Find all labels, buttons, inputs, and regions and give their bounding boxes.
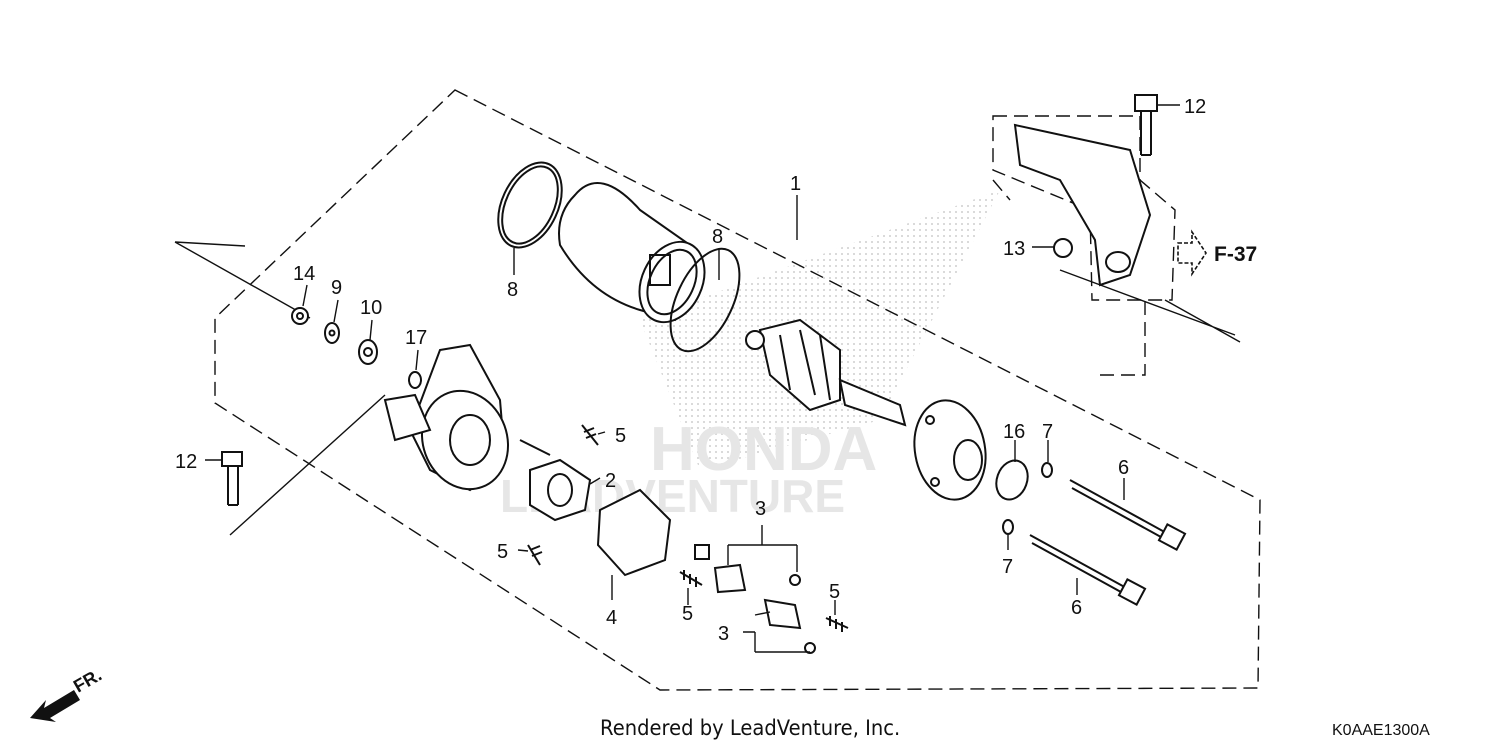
callout-5-right[interactable]: 5 bbox=[829, 581, 840, 603]
bolt-12-left bbox=[221, 451, 243, 506]
guide-lines bbox=[174, 241, 1241, 343]
callout-1[interactable]: 1 bbox=[790, 173, 801, 195]
callout-6-lower[interactable]: 6 bbox=[1071, 597, 1082, 619]
bushing-10 bbox=[358, 339, 378, 365]
washer-17 bbox=[408, 371, 422, 389]
spring-5-upper bbox=[581, 424, 599, 446]
callout-8-right[interactable]: 8 bbox=[712, 226, 723, 248]
nut-14 bbox=[291, 307, 309, 325]
front-direction-indicator: FR. bbox=[30, 665, 105, 722]
o-ring-16 bbox=[995, 459, 1029, 501]
callout-3-lower[interactable]: 3 bbox=[718, 623, 729, 645]
callout-12-left[interactable]: 12 bbox=[175, 451, 197, 473]
washer-9 bbox=[324, 322, 340, 344]
callout-8-left[interactable]: 8 bbox=[507, 279, 518, 301]
callout-7-lower[interactable]: 7 bbox=[1002, 556, 1013, 578]
rear-housing bbox=[383, 343, 510, 492]
front-cover bbox=[913, 399, 987, 501]
through-bolt-lower bbox=[1029, 534, 1147, 606]
front-arrow-icon bbox=[30, 690, 80, 722]
callout-5-left[interactable]: 5 bbox=[497, 541, 508, 563]
callout-7-upper[interactable]: 7 bbox=[1042, 421, 1053, 443]
callout-9[interactable]: 9 bbox=[331, 277, 342, 299]
brush-holder bbox=[519, 439, 592, 522]
callout-14[interactable]: 14 bbox=[293, 263, 315, 285]
spring-5-mid bbox=[679, 570, 703, 587]
washer-7-upper bbox=[1041, 462, 1053, 478]
assembly-outline bbox=[214, 89, 1261, 691]
callout-13[interactable]: 13 bbox=[1003, 238, 1025, 260]
washer-7-lower bbox=[1002, 519, 1014, 535]
nut-13 bbox=[1053, 238, 1073, 258]
spring-5-right bbox=[825, 616, 849, 632]
o-ring-right bbox=[669, 247, 741, 353]
through-bolt-upper bbox=[1069, 479, 1187, 551]
callout-17[interactable]: 17 bbox=[405, 327, 427, 349]
brush-plate bbox=[596, 488, 672, 577]
callout-12-top[interactable]: 12 bbox=[1184, 96, 1206, 118]
reference-label[interactable]: F-37 bbox=[1214, 243, 1257, 266]
callout-5-mid[interactable]: 5 bbox=[682, 603, 693, 625]
callout-4[interactable]: 4 bbox=[606, 607, 617, 629]
callout-5-upper[interactable]: 5 bbox=[615, 425, 626, 447]
watermark-wing-icon bbox=[640, 190, 1000, 470]
callout-3-upper[interactable]: 3 bbox=[755, 498, 766, 520]
brush-3-upper bbox=[694, 544, 801, 594]
armature bbox=[745, 318, 907, 427]
front-direction-label: FR. bbox=[70, 665, 105, 697]
callout-2[interactable]: 2 bbox=[605, 470, 616, 492]
o-ring-left-inner bbox=[501, 165, 559, 245]
callout-16[interactable]: 16 bbox=[1003, 421, 1025, 443]
o-ring-left bbox=[497, 161, 563, 249]
reference-arrow-icon bbox=[1177, 229, 1207, 277]
spring-5-left bbox=[527, 544, 543, 566]
bracket-leader-dash bbox=[992, 179, 1146, 376]
bolt-12-top bbox=[1134, 94, 1158, 156]
watermark-brand: HONDA bbox=[650, 415, 877, 484]
guide-line-housing bbox=[229, 394, 386, 536]
reference-arrow[interactable]: F-37 bbox=[1177, 229, 1257, 277]
callout-6-upper[interactable]: 6 bbox=[1118, 457, 1129, 479]
leader-lines bbox=[205, 104, 1180, 653]
diagram-code: K0AAE1300A bbox=[1332, 722, 1430, 739]
brush-3-lower bbox=[763, 598, 816, 654]
motor-case bbox=[558, 182, 706, 324]
render-credit: Rendered by LeadVenture, Inc. bbox=[600, 716, 901, 740]
callout-10[interactable]: 10 bbox=[360, 297, 382, 319]
mounting-bracket bbox=[1013, 123, 1152, 287]
